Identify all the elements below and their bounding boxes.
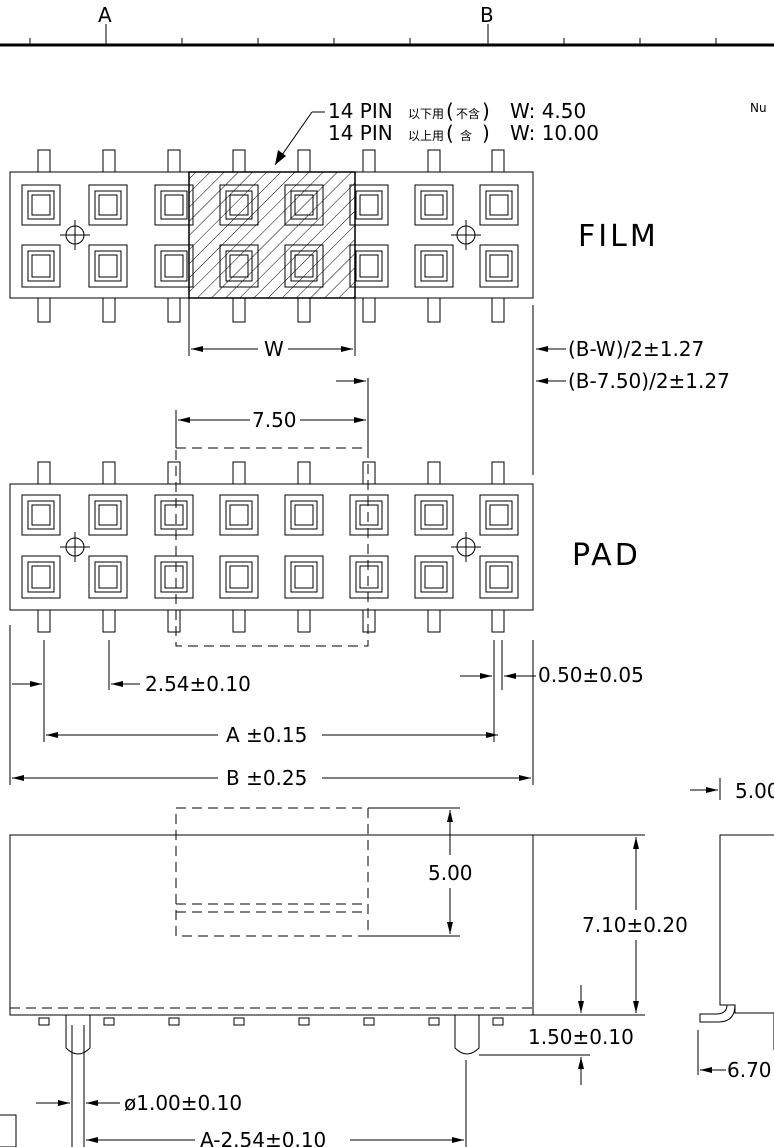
film-title: FILM xyxy=(578,219,659,254)
svg-text:(: ( xyxy=(446,99,454,123)
film-centermark-right xyxy=(451,220,481,250)
film-centermark-left xyxy=(60,220,90,250)
side-post-left xyxy=(65,1015,91,1055)
film-view: FILM W (B-W)/2±1.27 (B-7.50)/2±1.27 xyxy=(9,149,730,475)
film-dim-w: W xyxy=(264,337,284,361)
pad-dim-pin-width: 0.50±0.05 xyxy=(538,663,644,687)
side-housing xyxy=(9,834,534,1016)
pad-area xyxy=(175,447,369,647)
svg-text:(: ( xyxy=(446,121,454,145)
note-line2-cjk: 以上用 xyxy=(408,129,444,143)
right-dim-5: 5.00 xyxy=(735,779,774,803)
ruler-ticks xyxy=(29,24,717,45)
pad-pins-bottom xyxy=(37,609,505,633)
ruler-label-b: B xyxy=(480,3,494,27)
film-dim-offset: (B-W)/2±1.27 xyxy=(568,337,704,361)
side-post-right xyxy=(454,1015,480,1055)
note-line1-paren: 不含 xyxy=(456,106,480,121)
film-note: 14 PIN 以下用 ( 不含 ) W: 4.50 14 PIN 以上用 ( 含… xyxy=(274,99,599,166)
svg-text:): ) xyxy=(482,99,490,123)
pad-dim-a: A ±0.15 xyxy=(226,723,307,747)
pad-dim-750: 7.50 xyxy=(252,408,297,432)
top-ruler: A B xyxy=(0,3,774,47)
pad-title: PAD xyxy=(572,538,641,573)
ruler-label-a: A xyxy=(98,3,112,27)
pad-centermark-right xyxy=(451,532,481,562)
pad-dim-offset: (B-7.50)/2±1.27 xyxy=(568,369,730,393)
corner-label: Nu xyxy=(750,101,767,115)
side-dim-height: 7.10±0.20 xyxy=(582,913,688,937)
note-line1-w: W: 4.50 xyxy=(510,99,586,123)
pad-view: 7.50 xyxy=(9,378,644,790)
pad-dim-pitch: 2.54±0.10 xyxy=(145,672,251,696)
right-dim-670: 6.70 xyxy=(727,1058,772,1082)
film-pins-bottom xyxy=(37,297,505,323)
pad-dim-b: B ±0.25 xyxy=(226,766,307,790)
film-hatch-area xyxy=(188,171,356,299)
side-view: 5.00 7.10±0.20 1.50±0.10 ø1.00±0.10 A-2.… xyxy=(0,807,688,1147)
pad-housing xyxy=(9,483,534,611)
side-dim-5: 5.00 xyxy=(428,861,473,885)
side-dim-diameter: ø1.00±0.10 xyxy=(124,1091,242,1115)
corner-box xyxy=(0,1114,17,1147)
film-pins-top xyxy=(37,149,505,173)
note-line2-pin: 14 PIN xyxy=(328,121,393,145)
pad-contacts xyxy=(21,494,519,599)
side-socket-outline xyxy=(175,807,369,937)
note-line1-pin: 14 PIN xyxy=(328,99,393,123)
note-line2-paren: 含 xyxy=(460,128,472,143)
svg-text:): ) xyxy=(482,121,490,145)
side-dim-a-minus: A-2.54±0.10 xyxy=(200,1128,326,1147)
right-view: 5.00 6.70 xyxy=(690,778,774,1082)
side-pin-stubs xyxy=(38,1017,504,1026)
note-line1-cjk: 以下用 xyxy=(408,107,444,121)
note-line2-w: W: 10.00 xyxy=(510,121,599,145)
side-dim-post: 1.50±0.10 xyxy=(528,1025,634,1049)
pad-pins-top xyxy=(37,461,505,485)
pad-centermark-left xyxy=(60,532,90,562)
